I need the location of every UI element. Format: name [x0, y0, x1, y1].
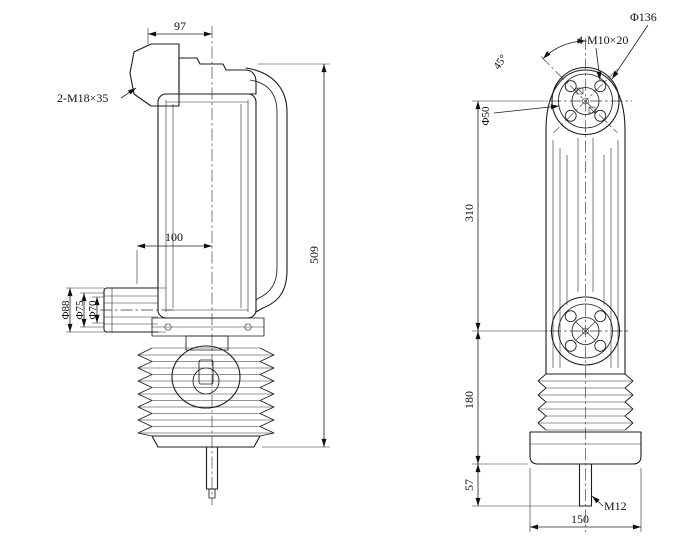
dim-phi70-label: Φ70	[87, 300, 99, 320]
top-step-block	[178, 57, 257, 95]
dim-150-ext	[529, 468, 642, 532]
arm-inner	[249, 79, 278, 301]
left-view	[100, 26, 288, 505]
lower-bolt-hole-nw	[564, 310, 577, 323]
side-boss-lines	[104, 287, 166, 333]
dim-phi50-label: Φ50	[480, 106, 492, 126]
m12-label: M12	[604, 499, 627, 513]
lower-bolt-hole-sw	[564, 339, 577, 352]
top-center-hole	[582, 97, 589, 105]
dim-phi136-label: Φ136	[630, 10, 657, 24]
lower-bolt-hole-se	[594, 339, 607, 352]
dim-45-arc	[542, 38, 586, 59]
front-body-ribs	[552, 138, 619, 368]
dim-phi88-label: Φ88	[60, 300, 72, 320]
thread-leader	[120, 87, 137, 99]
side-boss-outline	[103, 287, 159, 333]
top-bolt-hole-nw	[564, 80, 577, 93]
top-hub-keys	[576, 87, 596, 114]
skirt-valley-lines	[546, 387, 625, 431]
dim-180-label: 180	[462, 391, 476, 409]
bolt-label: 4-M10×20	[577, 33, 628, 47]
dim-phi75-label: Φ75	[74, 300, 86, 320]
push-rod-tip	[208, 488, 216, 499]
bottom-rod	[578, 463, 593, 507]
section-connector	[185, 335, 229, 351]
dim-phi136-leader	[611, 24, 649, 80]
m12-leader	[591, 495, 604, 507]
dim-509-ext	[258, 63, 330, 448]
right-view-dimensions: Φ136 4-M10×20 45° Φ50 310 180 57 M12 150	[462, 10, 657, 532]
lower-hub-cross	[575, 321, 596, 341]
lower-flange-outer	[550, 296, 621, 366]
core-stub	[198, 359, 214, 385]
dim-phi50-leader	[493, 104, 560, 114]
section-core	[171, 345, 241, 409]
dim-310-label: 310	[462, 204, 476, 222]
left-view-dimensions: 97 2-M18×35 100 509 Φ88 Φ75 Φ70	[57, 19, 330, 448]
fin-peak-lines	[138, 354, 274, 434]
thread-label-2m18: 2-M18×35	[57, 91, 108, 105]
dim-100-label: 100	[165, 230, 183, 244]
mechanism-pin-left	[164, 323, 172, 331]
lower-flange-mid	[558, 303, 613, 359]
bolt-leader	[595, 47, 602, 81]
top-hub	[571, 87, 600, 115]
top-flange-outer	[551, 66, 620, 136]
skirt-peak-lines	[538, 380, 633, 424]
dim-phi-ext-lines	[66, 287, 104, 333]
foot	[151, 435, 261, 448]
top-terminal-cap	[129, 43, 180, 107]
top-flange-mid	[558, 73, 613, 129]
dim-97-label: 97	[174, 19, 186, 33]
lower-hub	[571, 317, 600, 345]
top-bolt-hole-se	[594, 109, 607, 122]
right-view	[529, 38, 642, 532]
front-body-outline	[545, 69, 626, 375]
dim-509-label: 509	[307, 246, 321, 264]
lower-center-hole	[582, 327, 589, 335]
mechanism-pin-right	[244, 323, 252, 331]
fin-valley-lines	[152, 347, 260, 427]
dim-150-label: 150	[571, 512, 589, 526]
top-bolt-hole-ne	[594, 80, 607, 93]
base-flange	[529, 431, 642, 465]
lower-bolt-hole-ne	[594, 310, 607, 323]
vertical-chain-ext-lines	[472, 100, 579, 507]
body-inner-lines	[165, 100, 249, 312]
dim-57-label: 57	[462, 479, 476, 491]
top-bolt-hole-sw	[564, 109, 577, 122]
arm-outer	[245, 67, 288, 313]
